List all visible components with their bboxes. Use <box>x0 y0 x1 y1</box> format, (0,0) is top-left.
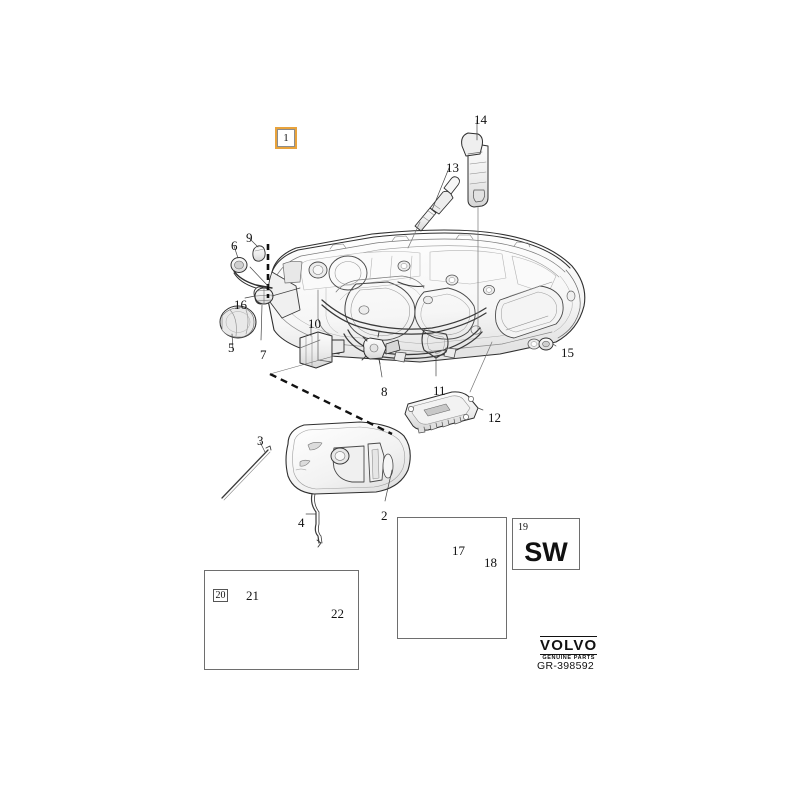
part-9-small-bulb <box>252 245 266 262</box>
sw-group-box: 19 SW <box>512 518 580 570</box>
callout-number-5[interactable]: 5 <box>228 340 235 355</box>
highlight-box-item-1[interactable]: 1 <box>275 127 297 149</box>
volvo-brand-mark: VOLVO GENUINE PARTS <box>540 636 598 662</box>
part-12-ballast-module <box>404 391 479 434</box>
callout-number-3[interactable]: 3 <box>257 433 264 448</box>
genuine-parts-label: GENUINE PARTS <box>542 655 596 661</box>
callout-number-15[interactable]: 15 <box>561 345 574 360</box>
leader-lines <box>231 119 557 637</box>
callout-number-20[interactable]: 20 <box>213 589 228 602</box>
callout-number-17[interactable]: 17 <box>452 543 465 558</box>
callout-number-14[interactable]: 14 <box>474 112 487 127</box>
part-14-igniter-connector <box>461 132 489 208</box>
part-16-bulb-socket <box>254 287 274 305</box>
sensor-module-group-box <box>397 517 507 639</box>
assembly-dashed-line <box>269 372 393 436</box>
callout-number-12[interactable]: 12 <box>488 410 501 425</box>
callout-number-22[interactable]: 22 <box>331 606 344 621</box>
part-3-adjusting-rod <box>221 445 272 501</box>
callout-number-2[interactable]: 2 <box>381 508 388 523</box>
callout-number-10[interactable]: 10 <box>308 316 321 331</box>
part-5-bulb-cover-cap <box>219 305 257 339</box>
part-number-label: GR-398592 <box>537 660 594 672</box>
part-13-xenon-bulb <box>414 176 460 232</box>
part-2-lens-cover <box>285 421 411 495</box>
headlamp-housing-artwork <box>267 229 586 363</box>
part-8-bulb-holder <box>361 331 401 365</box>
callout-number-18[interactable]: 18 <box>484 555 497 570</box>
callout-number-6[interactable]: 6 <box>231 238 238 253</box>
callout-number-16[interactable]: 16 <box>234 297 247 312</box>
callout-number-13[interactable]: 13 <box>446 160 459 175</box>
callout-number-9[interactable]: 9 <box>246 230 253 245</box>
callout-number-4[interactable]: 4 <box>298 515 305 530</box>
part-11-mounting-bracket <box>421 329 449 359</box>
callout-number-11[interactable]: 11 <box>433 383 446 398</box>
part-6-bulb-with-lead <box>230 257 273 292</box>
part-4-wiring-lead <box>310 493 323 548</box>
callout-number-7[interactable]: 7 <box>260 347 267 362</box>
bracket-screw-group-box <box>204 570 359 670</box>
sw-box-label: SW <box>524 537 568 567</box>
volvo-wordmark: VOLVO <box>540 636 598 655</box>
callout-number-8[interactable]: 8 <box>381 384 388 399</box>
part-15-grommet <box>538 337 554 351</box>
callout-number-21[interactable]: 21 <box>246 588 259 603</box>
highlight-box-label: 1 <box>277 129 295 147</box>
sw-box-number: 19 <box>518 522 528 533</box>
